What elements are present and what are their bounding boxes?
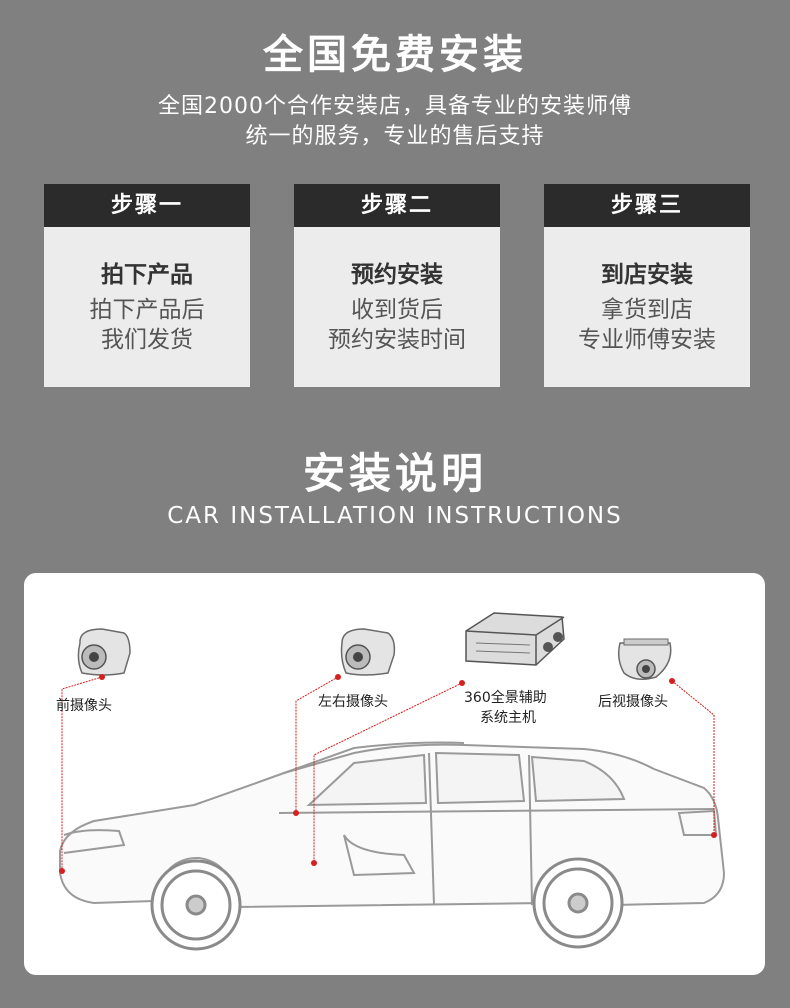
step-label: 步骤一 bbox=[44, 184, 250, 227]
side-camera-icon bbox=[340, 628, 396, 676]
step-label: 步骤三 bbox=[544, 184, 750, 227]
section-subtitle: CAR INSTALLATION INSTRUCTIONS bbox=[167, 503, 623, 529]
step-desc-line-1: 收到货后 bbox=[351, 297, 443, 323]
step-title: 到店安装 bbox=[601, 262, 693, 288]
step-desc-line-2: 专业师傅安装 bbox=[578, 327, 716, 353]
car-diagram bbox=[59, 612, 726, 951]
installation-diagram-panel: 前摄像头 左右摄像头 360全景辅助 系统主机 后视摄像头 bbox=[24, 573, 765, 975]
subtitle-line-2: 统一的服务，专业的售后支持 bbox=[245, 124, 545, 149]
step-label: 步骤二 bbox=[294, 184, 500, 227]
step-desc-line-2: 我们发货 bbox=[101, 327, 193, 353]
front-camera-icon bbox=[77, 628, 131, 676]
step-desc-line-1: 拍下产品后 bbox=[89, 297, 205, 323]
front-camera-label: 前摄像头 bbox=[56, 698, 112, 714]
host-label-line-1: 360全景辅助 bbox=[464, 690, 547, 706]
host-unit-icon bbox=[465, 612, 565, 666]
host-label-line-2: 系统主机 bbox=[480, 710, 536, 726]
step-desc-line-1: 拿货到店 bbox=[601, 297, 693, 323]
step-title: 预约安装 bbox=[351, 262, 443, 288]
step-title: 拍下产品 bbox=[101, 262, 193, 288]
subtitle-line-1: 全国2000个合作安装店，具备专业的安装师傅 bbox=[158, 94, 632, 119]
rear-wheel bbox=[532, 857, 624, 949]
step-card-3: 步骤三 到店安装 拿货到店 专业师傅安装 bbox=[544, 184, 750, 387]
side-camera-label: 左右摄像头 bbox=[318, 694, 388, 710]
step-card-2: 步骤二 预约安装 收到货后 预约安装时间 bbox=[294, 184, 500, 387]
page-title: 全国免费安装 bbox=[263, 32, 527, 78]
front-wheel bbox=[150, 859, 242, 951]
leader-endpoints bbox=[59, 674, 717, 874]
step-card-1: 步骤一 拍下产品 拍下产品后 我们发货 bbox=[44, 184, 250, 387]
section-title: 安装说明 bbox=[302, 449, 487, 498]
rear-camera-icon bbox=[617, 638, 672, 680]
leader-lines bbox=[61, 676, 715, 871]
rear-camera-label: 后视摄像头 bbox=[598, 694, 668, 710]
step-desc-line-2: 预约安装时间 bbox=[328, 327, 466, 353]
